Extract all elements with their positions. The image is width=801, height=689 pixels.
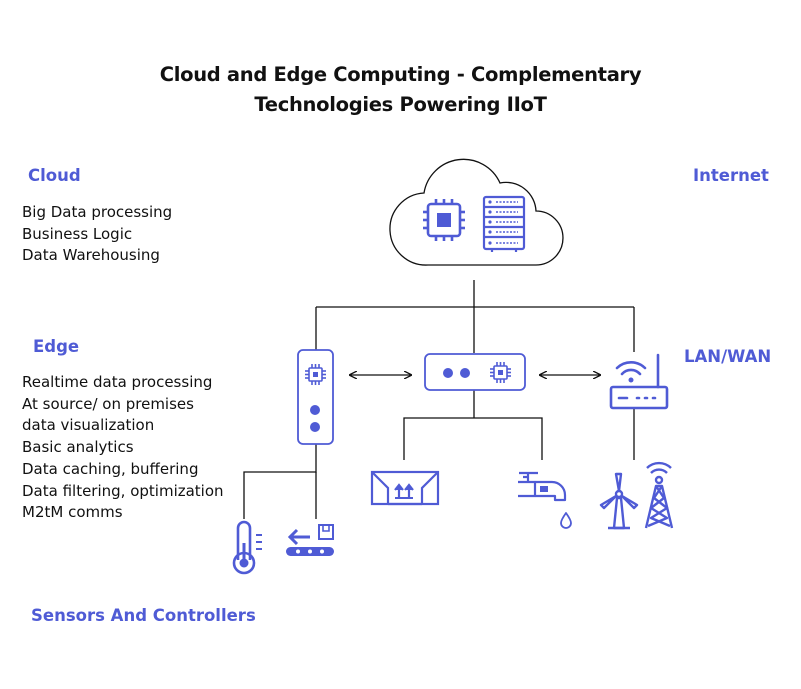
cpu-chip-icon <box>423 199 465 241</box>
cloud-heading: Cloud <box>28 166 81 185</box>
thermometer-link-line <box>243 444 317 519</box>
cloud-feature-item: Business Logic <box>22 224 133 243</box>
edge-hub-icon <box>424 353 526 391</box>
transmission-tower-icon <box>644 461 674 529</box>
connector-lines <box>243 280 635 519</box>
server-rack-icon <box>482 195 526 252</box>
hub-devices-link-line <box>403 417 543 460</box>
internet-label: Internet <box>693 166 769 185</box>
edge-feature-list: Realtime data processing At source/ on p… <box>22 372 224 524</box>
edge-feature-item: Data filtering, optimization <box>22 481 224 500</box>
wifi-router-icon <box>609 353 669 410</box>
title-line-1: Cloud and Edge Computing - Complementary <box>159 63 642 86</box>
edge-feature-item: Realtime data processing <box>22 373 213 391</box>
diagram-title: Cloud and Edge Computing - Complementary… <box>0 60 801 120</box>
conveyor-belt-icon <box>286 524 334 556</box>
edge-feature-item: Data caching, buffering <box>22 459 199 478</box>
cloud-feature-item: Big Data processing <box>22 203 173 221</box>
edge-feature-item: Basic analytics <box>22 438 134 457</box>
wind-turbine-icon <box>599 472 639 530</box>
cloud-feature-list: Big Data processing Business Logic Data … <box>22 202 172 267</box>
thermometer-icon <box>232 520 262 575</box>
title-line-2: Technologies Powering IIoT <box>254 93 547 116</box>
lan-wan-label: LAN/WAN <box>684 347 772 366</box>
cloud-icon <box>389 158 564 266</box>
edge-feature-item: At source/ on premises <box>22 394 194 413</box>
cloud-feature-item: Data Warehousing <box>22 246 160 265</box>
sensors-heading: Sensors And Controllers <box>31 606 256 625</box>
edge-gateway-icon <box>297 349 334 445</box>
package-icon <box>370 470 440 506</box>
edge-feature-item: M2tM comms <box>22 503 123 522</box>
edge-feature-item: data visualization <box>22 416 155 435</box>
edge-heading: Edge <box>33 337 80 356</box>
water-tap-icon <box>518 471 572 529</box>
